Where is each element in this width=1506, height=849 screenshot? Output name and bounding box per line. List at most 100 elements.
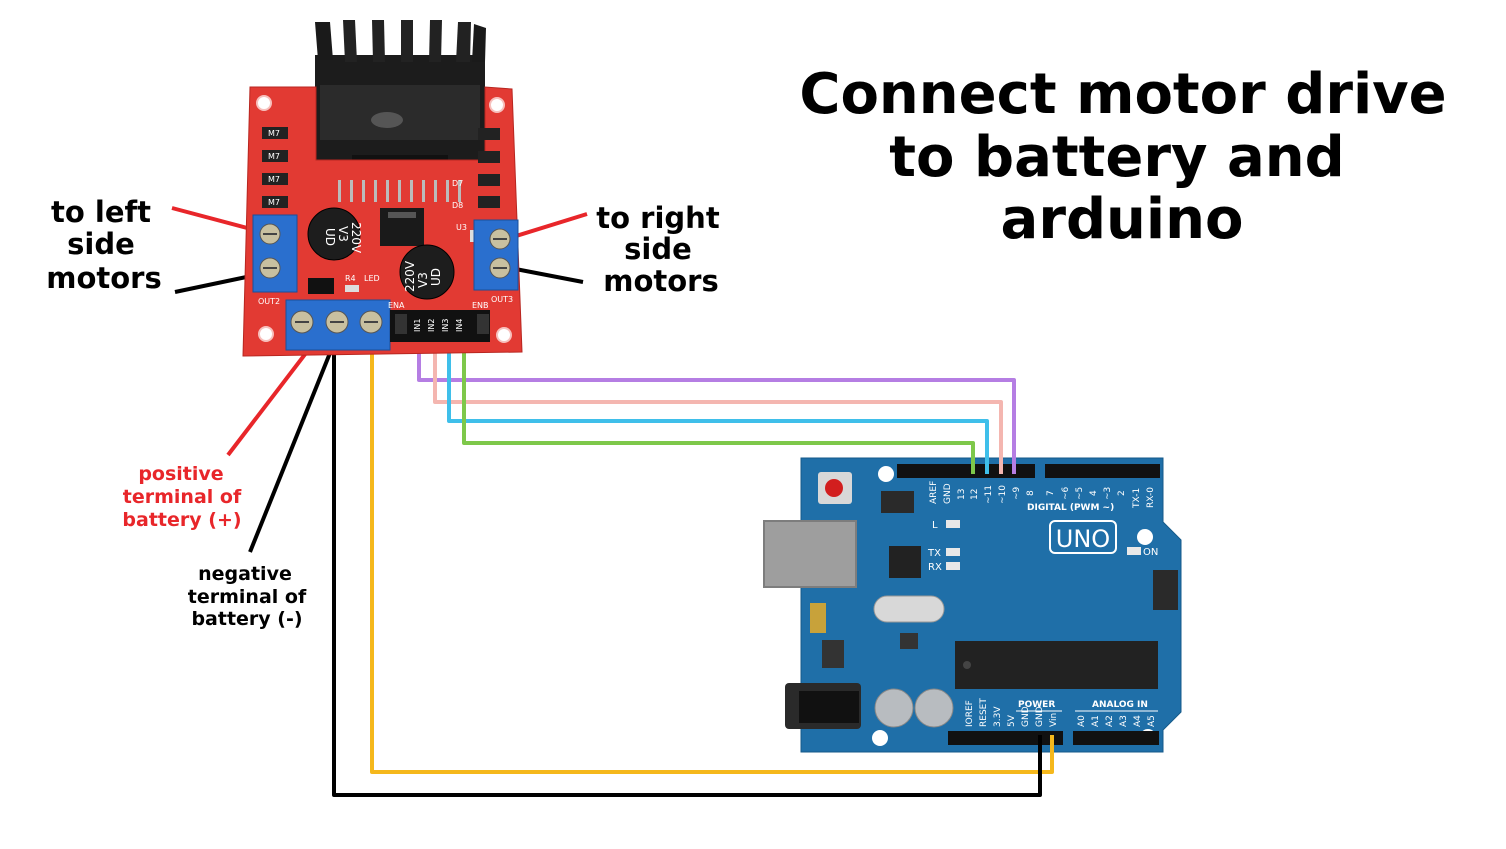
led-on-label: ON: [1143, 547, 1158, 558]
pin-label-a3: A3: [1119, 715, 1129, 727]
title-line-3: arduino: [1001, 187, 1244, 252]
capacitor-left: UD V3 220V: [307, 207, 363, 261]
led-rx-label: RX: [928, 562, 942, 573]
left-motors-line-3: motors: [46, 261, 162, 295]
pin-label-7: 7: [1046, 490, 1056, 496]
pin-label-gnd-2: GND: [1035, 706, 1045, 727]
blue-wire: [447, 340, 989, 472]
positive-line-2: terminal of: [123, 486, 242, 508]
u3-label: U3: [456, 223, 467, 232]
pin-label-11: ~11: [984, 485, 994, 504]
positive-line-1: positive: [138, 463, 223, 485]
pin-label-a1: A1: [1091, 715, 1101, 727]
analog-in-label: ANALOG IN: [1092, 700, 1148, 710]
pin-label-10: ~10: [998, 485, 1008, 504]
led-tx-label: TX: [927, 548, 941, 559]
purple-wire: [417, 340, 1016, 472]
right-diodes: D7 D8: [452, 128, 500, 210]
pin-label-reset: RESET: [979, 698, 989, 727]
pin-label-aref: AREF: [929, 481, 939, 504]
out2-label: OUT2: [258, 297, 280, 306]
title-block: Connect motor drive to battery and ardui…: [799, 62, 1446, 252]
in3-label: IN3: [441, 319, 450, 332]
cap-right-line-2: V3: [416, 272, 430, 288]
pin-label-gnd-1: GND: [1021, 706, 1031, 727]
title-line-2: to battery and: [889, 125, 1345, 190]
pin-label-a4: A4: [1133, 715, 1143, 727]
capacitor-right: UD V3 220V: [399, 244, 455, 300]
pin-label-vin: Vin: [1049, 713, 1059, 727]
pin-label-gnd: GND: [943, 483, 953, 504]
analog-pin-labels: A0 A1 A2 A3 A4 A5: [1077, 715, 1157, 727]
annotation-lines: [171, 206, 588, 553]
pin-label-12: 12: [970, 489, 980, 500]
wire-ends: [971, 455, 1054, 795]
right-motors-line-3: motors: [603, 264, 719, 298]
title-line-1: Connect motor drive: [799, 62, 1446, 127]
pin-label-a2: A2: [1105, 715, 1115, 727]
negative-terminal-pointer: [248, 352, 332, 553]
ena-label: ENA: [388, 301, 405, 310]
d7-label: D7: [452, 179, 463, 188]
digital-header-labels: AREF GND 13 12 ~11 ~10 ~9 8 7 ~6 ~5 4 ~3…: [929, 481, 1156, 509]
uno-logo: UNO: [1056, 525, 1110, 553]
pin-label-tx: TX-1: [1132, 488, 1142, 509]
pin-label-8: 8: [1026, 490, 1036, 496]
jumper-5v: [308, 278, 334, 294]
pin-label-5v: 5V: [1007, 714, 1017, 727]
left-motors-line-1: to left: [51, 195, 151, 229]
green-wire: [462, 340, 975, 472]
cap-left-line-1: UD: [323, 228, 337, 246]
pin-label-ioref: IOREF: [965, 700, 975, 727]
control-header: ENA ENB IN1 IN2 IN3 IN4: [388, 301, 490, 342]
led-label: LED: [364, 274, 380, 283]
cap-left-line-2: V3: [336, 226, 350, 242]
r4-label: R4: [345, 274, 356, 283]
negative-terminal-label: negative terminal of battery (-): [188, 563, 307, 630]
pin-label-5: ~5: [1075, 487, 1085, 500]
pin-label-3: ~3: [1103, 487, 1113, 500]
diode-label-3: M7: [268, 175, 280, 184]
power-label: POWER: [1018, 700, 1055, 710]
negative-line-1: negative: [198, 563, 292, 585]
terminal-out2: OUT2: [252, 214, 298, 306]
in1-label: IN1: [413, 319, 422, 332]
pink-wire: [433, 340, 1003, 472]
terminal-out3: OUT3: [473, 219, 519, 304]
cap-right-line-3: 220V: [403, 260, 417, 292]
pin-label-3v3: 3.3V: [993, 706, 1003, 727]
digital-pwm-label: DIGITAL (PWM ~): [1027, 503, 1114, 513]
pin-label-a0: A0: [1077, 715, 1087, 727]
diode-label-4: M7: [268, 198, 280, 207]
led-l-label: L: [932, 520, 938, 531]
positive-terminal-label: positive terminal of battery (+): [122, 463, 242, 531]
right-motors-line-1: to right: [596, 201, 720, 235]
pin-label-rx: RX-0: [1146, 487, 1156, 508]
digital-header: [897, 464, 1160, 478]
ic-pins: [338, 180, 461, 202]
diode-label-1: M7: [268, 129, 280, 138]
negative-line-3: battery (-): [191, 608, 302, 630]
right-motors-line-2: side: [624, 232, 692, 266]
usb-port: [763, 520, 857, 588]
out3-label: OUT3: [491, 295, 513, 304]
d8-label: D8: [452, 201, 463, 210]
cap-left-line-3: 220V: [349, 222, 363, 254]
atmega-chip: [955, 641, 1158, 689]
negative-line-2: terminal of: [188, 586, 307, 608]
left-motors-label: to left side motors: [46, 195, 162, 295]
power-pin-labels: IOREF RESET 3.3V 5V GND GND Vin: [965, 698, 1059, 727]
power-header: [948, 731, 1159, 745]
pin-label-4: 4: [1089, 490, 1099, 496]
pin-label-9: ~9: [1012, 486, 1022, 500]
pin-label-6: ~6: [1061, 486, 1071, 500]
diode-label-2: M7: [268, 152, 280, 161]
terminal-power: [285, 299, 391, 351]
motor-driver-board: M7 M7 M7 M7 D7 D8 UD V3 220V UD V3 22: [242, 20, 523, 357]
pin-label-a5: A5: [1147, 715, 1157, 727]
arduino-uno-board: L TX RX ON UNO AREF GND 13 12 ~11 ~10 ~9…: [763, 457, 1182, 753]
left-motors-line-2: side: [67, 227, 135, 261]
right-motors-label: to right side motors: [596, 201, 720, 298]
